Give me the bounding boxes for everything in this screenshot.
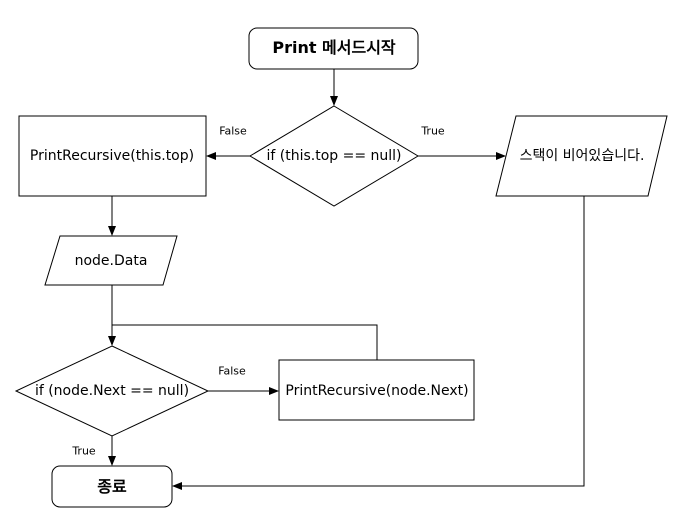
top-null-condition-label: if (this.top == null) [266, 148, 402, 164]
print-next-loop-back [112, 324, 378, 360]
empty-msg-to-end-arrow [172, 196, 585, 490]
next-true-edge-label: True [72, 444, 96, 458]
top-false-edge-label: False [219, 124, 247, 138]
top-null-decision [249, 105, 419, 207]
print-top-label: PrintRecursive(this.top) [29, 148, 195, 164]
node-data-output [44, 235, 178, 286]
empty-message-output [495, 115, 668, 197]
empty-message-label: 스택이 비어있습니다. [519, 148, 645, 164]
top-true-edge-label: True [421, 124, 445, 138]
next-null-condition-label: if (node.Next == null) [34, 383, 190, 399]
end-label: 종료 [97, 477, 127, 496]
print-next-label: PrintRecursive(node.Next) [285, 383, 469, 399]
start-label: Print 메서드시작 [272, 38, 396, 57]
print-top-process [18, 115, 207, 197]
node-data-label: node.Data [74, 253, 148, 269]
next-false-edge-label: False [218, 364, 246, 378]
